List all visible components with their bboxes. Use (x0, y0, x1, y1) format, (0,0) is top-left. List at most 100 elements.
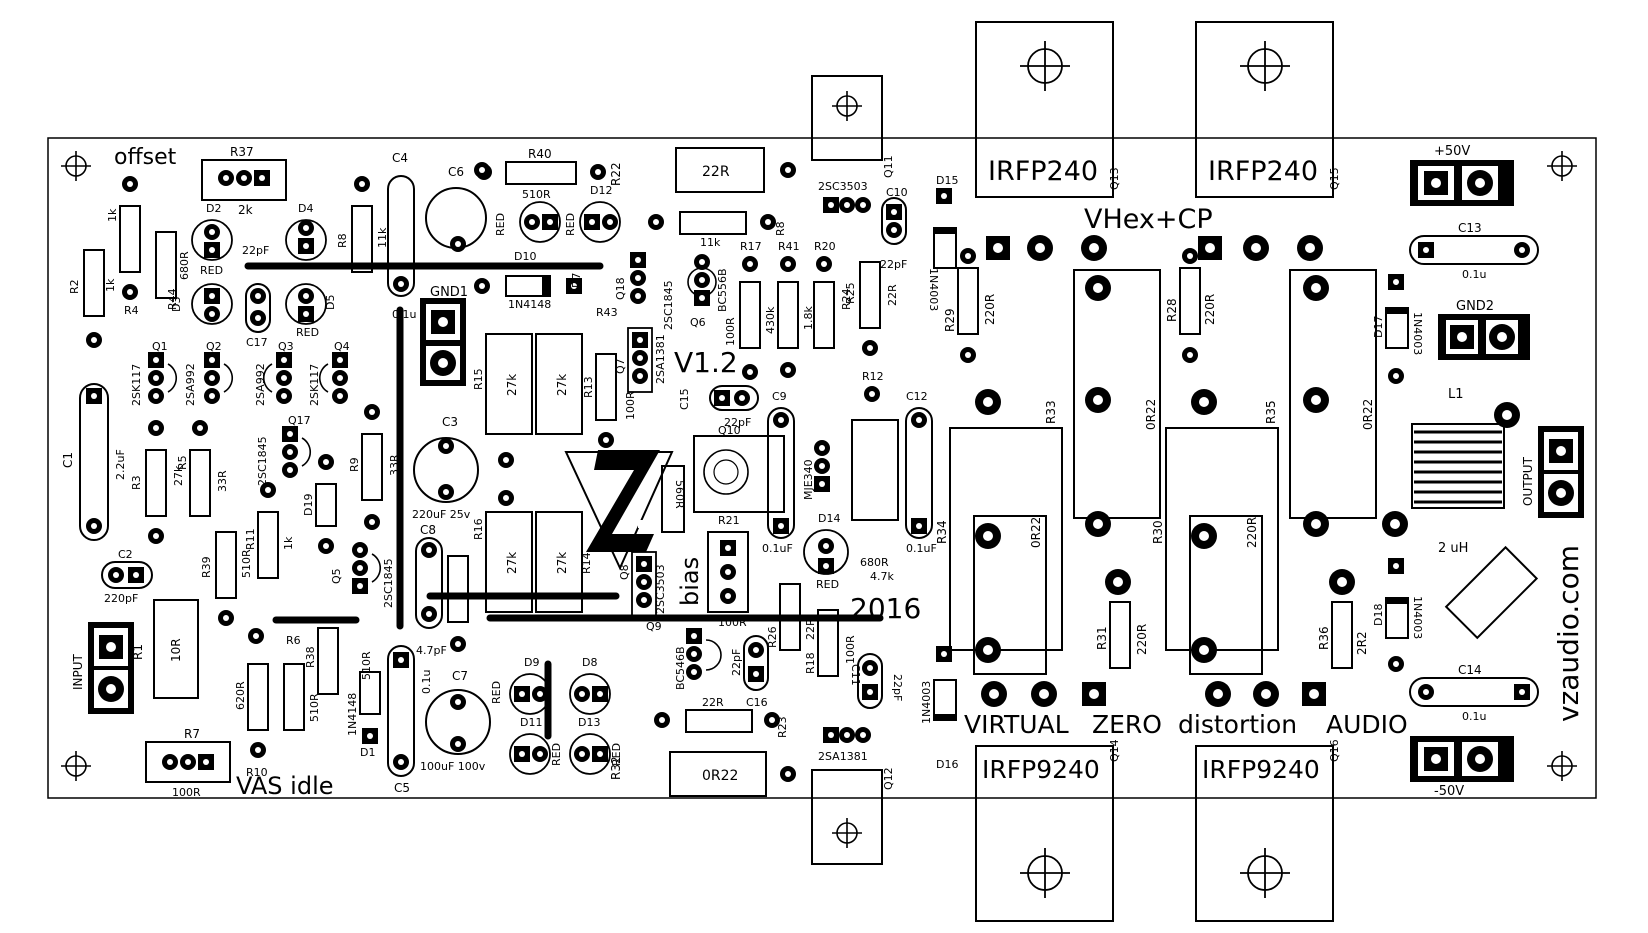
website-label: vzaudio.com (1552, 545, 1585, 722)
silkscreen-label: D1 (360, 746, 375, 759)
silkscreen-label: R43 (596, 306, 618, 319)
silkscreen-label: 22pF (880, 258, 907, 271)
silkscreen-label: R16 (472, 518, 485, 540)
silkscreen-label: 1N4003 (1411, 312, 1424, 355)
silkscreen-label: 0R22 (1144, 399, 1158, 430)
silkscreen-label: D4 (298, 202, 313, 215)
q16-package: IRFP9240 Q16 (1195, 739, 1341, 922)
silkscreen-label: R8 (774, 221, 787, 236)
silkscreen-label: OUTPUT (1521, 456, 1535, 506)
silkscreen-label: 510R (360, 651, 373, 680)
silkscreen-label: 1N4003 (1411, 596, 1424, 639)
silkscreen-label: 1.8k (802, 306, 815, 330)
silkscreen-label: D8 (582, 656, 597, 669)
silkscreen-label: 22pF (891, 674, 904, 701)
silkscreen-label: Q10 (718, 424, 741, 437)
silkscreen-label: 220uF 25v (412, 508, 471, 521)
silkscreen-label: Q9 (646, 620, 662, 633)
mounting-hole-top-left (60, 150, 92, 182)
silkscreen-label: R13 (582, 376, 595, 398)
silkscreen-label: R3 (130, 475, 143, 490)
slogan-word-3: distortion (1178, 710, 1297, 739)
silkscreen-label: R26 (766, 626, 779, 648)
silkscreen-label: 0.1u (392, 308, 416, 321)
silkscreen-label: 0.1uF (906, 542, 937, 555)
silkscreen-label: C14 (1458, 663, 1482, 677)
q11-package: Q11 2SC3503 (811, 75, 895, 213)
silkscreen-label: 680R (178, 251, 191, 280)
silkscreen-label: GND1 (430, 285, 468, 300)
silkscreen-label: 22pF (730, 649, 743, 676)
output-stage: R33 0R22 R35 0R22 R34 0R22 R30 220R (935, 235, 1377, 707)
offset-label: offset (114, 145, 177, 170)
rail-diodes: D15 1N4003 D16 1N4003 D17 1N4003 D18 1N4… (920, 174, 1424, 771)
mounting-hole-top-right (1546, 150, 1578, 182)
silkscreen-label: L1 (1448, 387, 1464, 402)
silkscreen-label: RED (296, 326, 319, 339)
silkscreen-label: 220pF (104, 592, 138, 605)
silkscreen-label: D5 (324, 295, 337, 310)
silkscreen-label: D16 (936, 758, 958, 771)
q14-package: IRFP9240 Q14 (975, 739, 1121, 922)
vas-idle-label: VAS idle (236, 772, 334, 800)
silkscreen-label: C11 (849, 664, 862, 686)
silkscreen-label: R37 (230, 145, 254, 159)
silkscreen-label: R22 (609, 162, 623, 186)
upper-driver-resistors: 22R R22 11k R8 R17 100R R41 430k R20 1.8… (582, 147, 853, 448)
silkscreen-label: D13 (578, 716, 600, 729)
silkscreen-label: 1k (106, 208, 119, 222)
capacitor-c14: C14 0.1u (1409, 663, 1539, 723)
silkscreen-label: 430k (764, 306, 777, 334)
silkscreen-label: 22R (702, 696, 724, 709)
silkscreen-label: C1 (61, 452, 75, 468)
silkscreen-label: R28 (1165, 298, 1179, 322)
silkscreen-label: 100R (172, 786, 201, 799)
silkscreen-label: 22R (886, 284, 899, 306)
silkscreen-label: 1N4148 (346, 693, 359, 736)
silkscreen-label: 510R (308, 693, 321, 722)
silkscreen-label: MJE340 (802, 459, 815, 500)
slogan-word-1: VIRTUAL (964, 710, 1069, 739)
silkscreen-label: 0R22 (1361, 399, 1375, 430)
silkscreen-label: C17 (246, 336, 268, 349)
silkscreen-label: R9 (348, 457, 361, 472)
silkscreen-label: C6 (448, 165, 464, 179)
center-area: C3 220uF 25v 27k R15 27k 27k R16 27k R14… (387, 333, 674, 795)
silkscreen-label: R40 (528, 147, 552, 161)
silkscreen-label: GND2 (1456, 299, 1494, 314)
gnd2-connector: GND2 (1438, 299, 1530, 360)
silkscreen-label: Q18 (614, 277, 627, 300)
silkscreen-label: Q5 (330, 568, 343, 584)
q12-package: Q12 2SA1381 (811, 727, 895, 865)
silkscreen-label: Q17 (288, 414, 311, 427)
silkscreen-label: 510R (240, 549, 253, 578)
silkscreen-label: R5 (176, 455, 189, 470)
silkscreen-label: C5 (394, 781, 410, 795)
vz-logo-icon (564, 450, 674, 571)
silkscreen-label: R4 (124, 304, 139, 317)
silkscreen-label: 2 uH (1438, 541, 1468, 556)
silkscreen-label: RED (610, 743, 623, 766)
silkscreen-label: C15 (678, 388, 691, 410)
silkscreen-label: 2SA1381 (654, 334, 667, 384)
silkscreen-label: RED (490, 681, 503, 704)
silkscreen-label: R10 (246, 766, 268, 779)
silkscreen-label: 27k (555, 374, 569, 396)
silkscreen-label: 11k (700, 236, 721, 249)
silkscreen-label: 22R (702, 164, 730, 180)
silkscreen-label: R17 (740, 240, 762, 253)
silkscreen-label: D17 (1372, 316, 1385, 338)
silkscreen-label: Q3 (278, 340, 294, 353)
silkscreen-label: R2 (68, 279, 81, 294)
silkscreen-label: D3 (170, 297, 183, 312)
silkscreen-label: 220R (983, 294, 997, 325)
silkscreen-label: +50V (1434, 144, 1470, 159)
silkscreen-label: R21 (718, 514, 740, 527)
silkscreen-label: R20 (814, 240, 836, 253)
gnd1-connector: GND1 (420, 285, 468, 386)
silkscreen-label: 0.1u (1462, 710, 1486, 723)
silkscreen-label: 0.1u (1462, 268, 1486, 281)
silkscreen-label: C3 (442, 415, 458, 429)
silkscreen-label: RED (816, 578, 839, 591)
silkscreen-label: D9 (524, 656, 539, 669)
